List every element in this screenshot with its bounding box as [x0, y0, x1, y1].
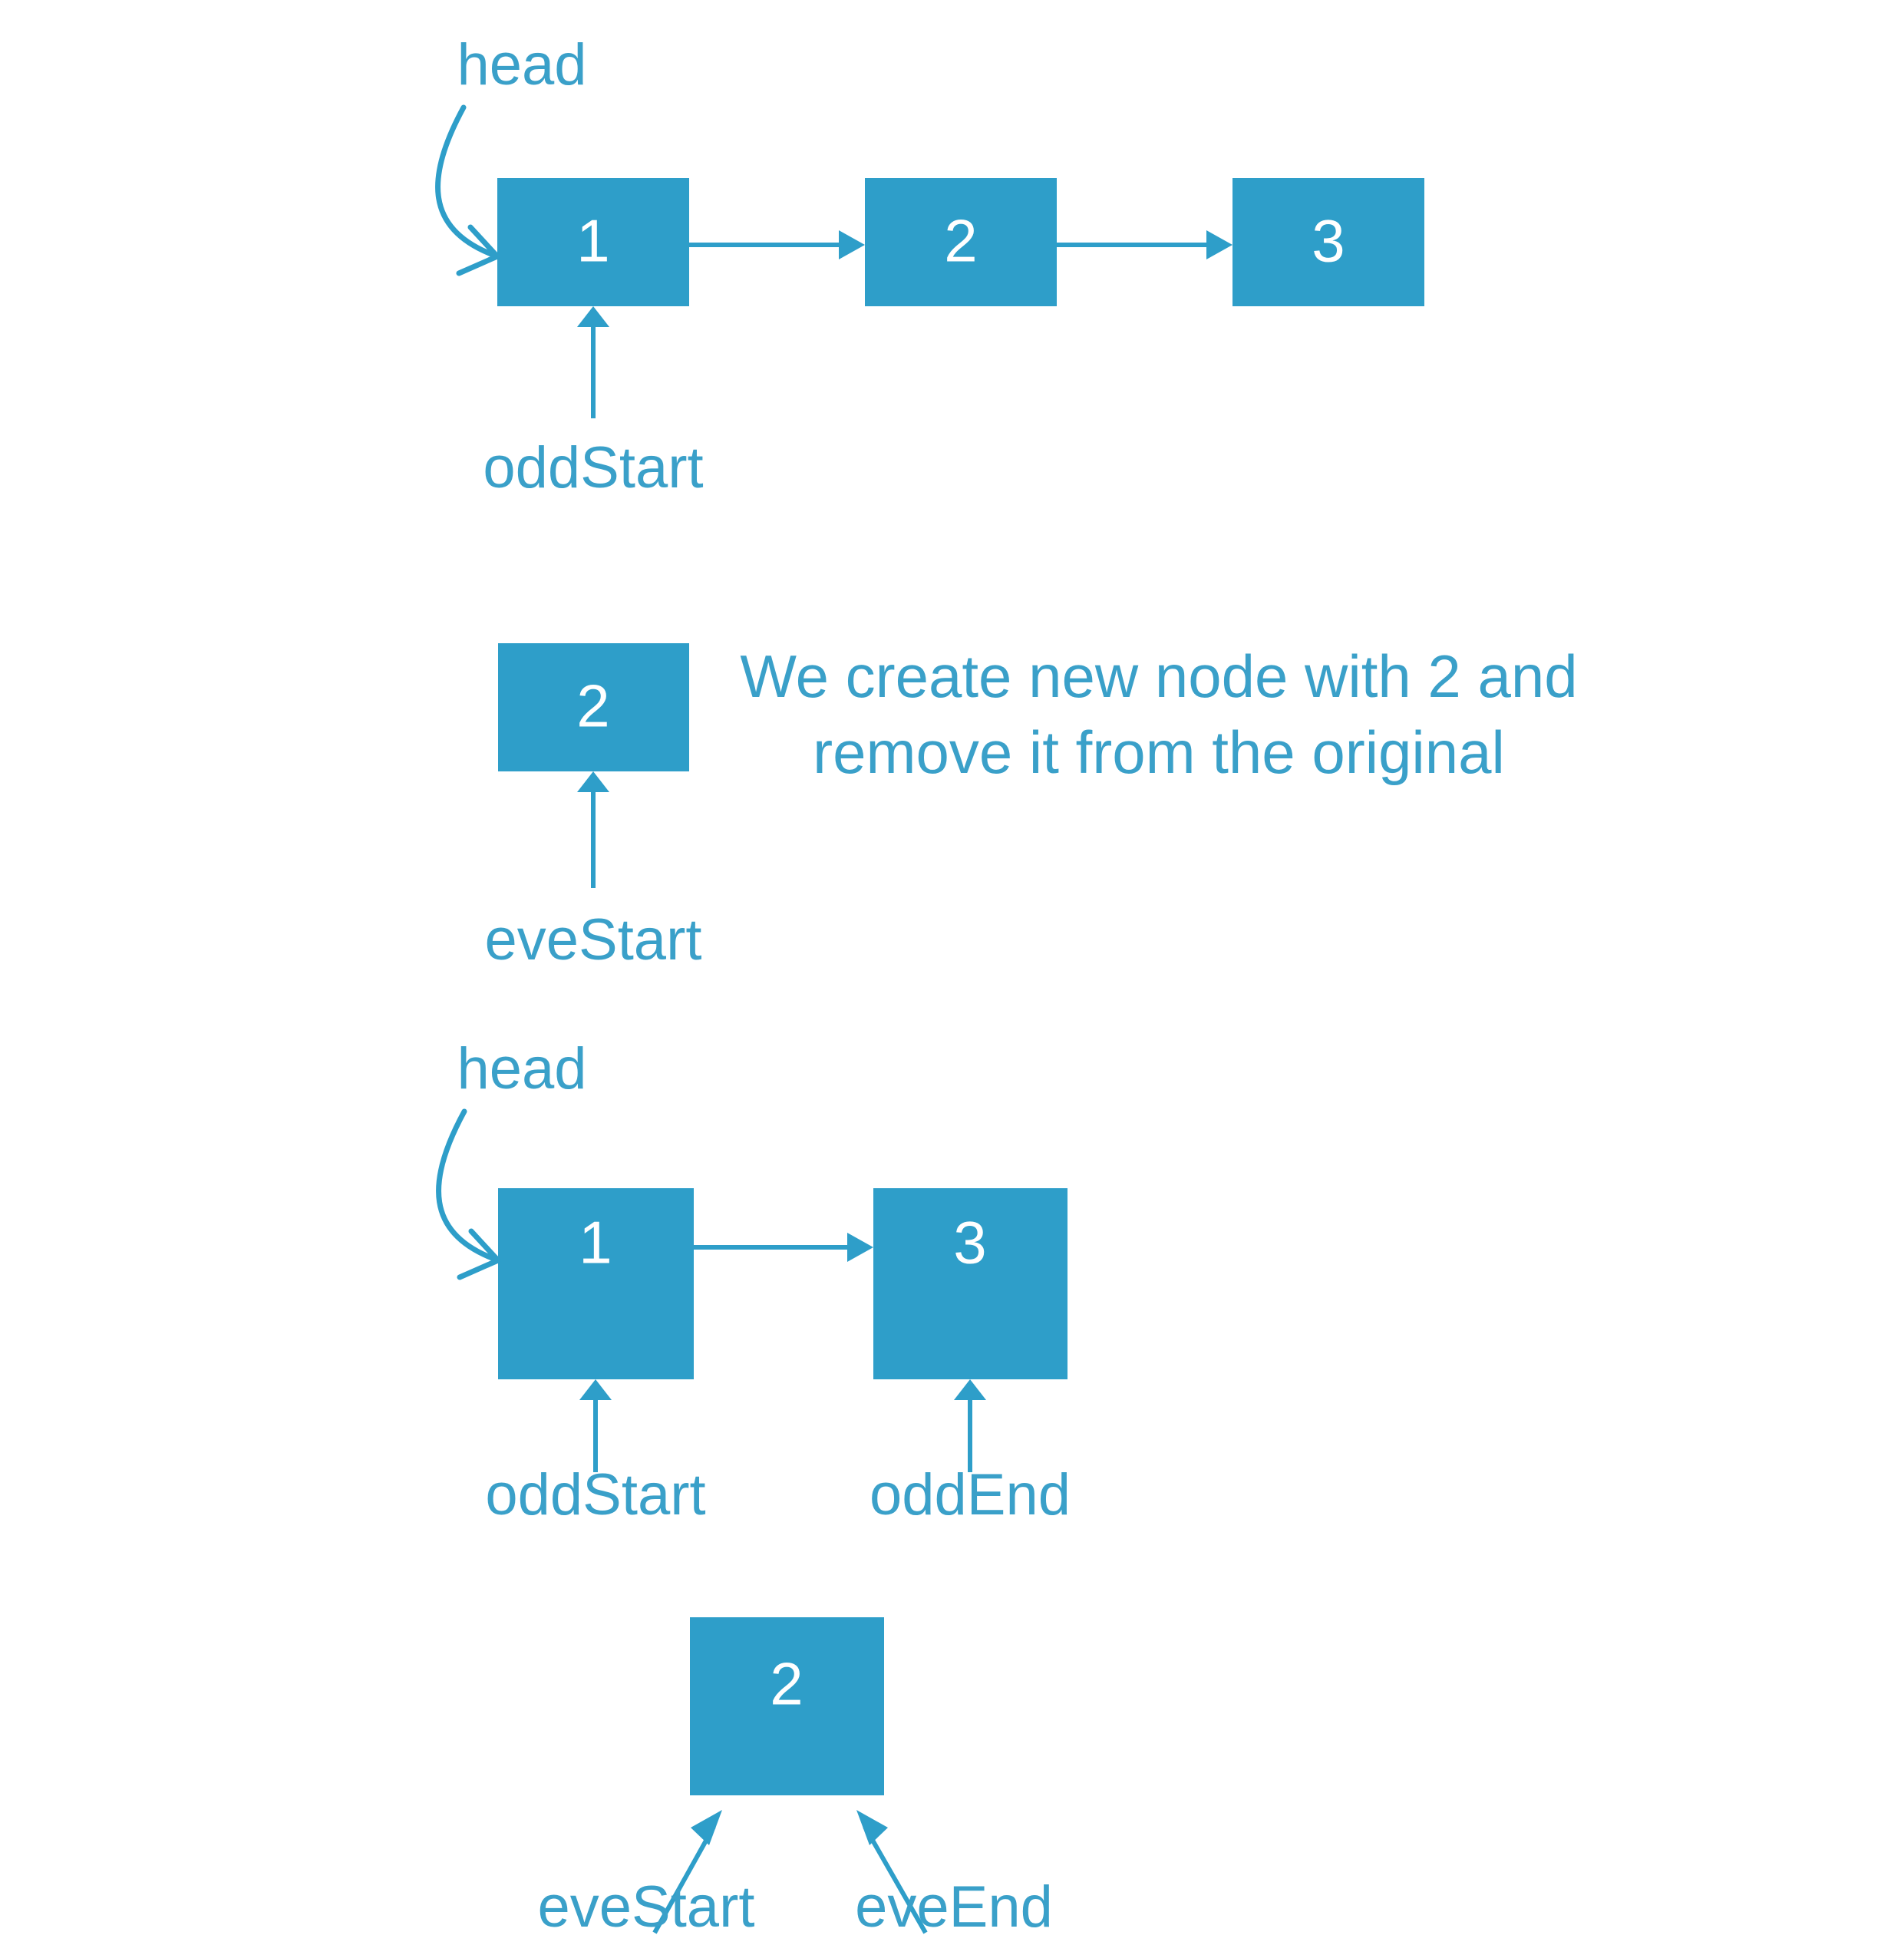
- explanatory-note: We create new node with 2 and remove it …: [740, 642, 1577, 786]
- node-value: 2: [576, 672, 609, 740]
- oddend-pointer-odd: [954, 1379, 986, 1472]
- note-line-1: We create new node with 2 and: [740, 642, 1577, 710]
- node-rect: [497, 178, 689, 306]
- note-line-2: remove it from the original: [813, 718, 1505, 786]
- pointer-label-oddend: oddEnd: [870, 1462, 1071, 1527]
- oddstart-pointer-original: [577, 306, 609, 418]
- node-box-1-odd: 1: [498, 1188, 694, 1379]
- section-extracted-node: 2 eveStart: [484, 643, 702, 973]
- node-box-3-odd: 3: [873, 1188, 1067, 1379]
- next-arrow-1-to-2: [689, 230, 865, 259]
- node-value: 2: [770, 1650, 803, 1718]
- node-box-2-even: 2: [690, 1617, 884, 1795]
- oddstart-pointer-odd: [579, 1379, 612, 1472]
- node-value: 3: [1312, 207, 1345, 275]
- pointer-label-evestart-even: eveStart: [537, 1874, 754, 1940]
- pointer-label-oddstart-odd: oddStart: [485, 1462, 705, 1527]
- pointer-label-eveend: eveEnd: [855, 1874, 1053, 1940]
- node-value: 3: [953, 1209, 986, 1276]
- node-box-1-original: 1: [497, 178, 689, 306]
- eveend-pointer-even: [856, 1810, 928, 1934]
- head-pointer-original: [435, 104, 500, 276]
- node-value: 1: [576, 207, 609, 275]
- evestart-pointer-even: [652, 1810, 722, 1934]
- node-rect: [873, 1188, 1067, 1379]
- section-original-list: 1 2 3: [435, 32, 1424, 500]
- node-rect: [690, 1617, 884, 1795]
- section-odd-list: 1 3 head oddStart: [436, 1036, 1071, 1527]
- next-arrow-1-to-3-odd: [694, 1233, 873, 1262]
- node-rect: [1232, 178, 1424, 306]
- next-arrow-2-to-3: [1057, 230, 1232, 259]
- node-value: 1: [579, 1209, 612, 1276]
- node-value: 2: [944, 207, 977, 275]
- node-box-3-original: 3: [1232, 178, 1424, 306]
- node-box-2-extracted: 2: [498, 643, 689, 771]
- section-even-list: 2 eveStart eveEnd: [537, 1617, 1053, 1940]
- node-rect: [498, 643, 689, 771]
- pointer-label-head: head: [457, 32, 586, 97]
- node-rect: [865, 178, 1057, 306]
- evestart-pointer-extracted: [577, 771, 609, 888]
- head-pointer-odd: [436, 1108, 501, 1280]
- pointer-label-head-odd: head: [457, 1036, 586, 1101]
- pointer-label-evestart: eveStart: [484, 907, 701, 973]
- pointer-label-oddstart: oddStart: [483, 435, 703, 500]
- node-box-2-original: 2: [865, 178, 1057, 306]
- node-rect: [498, 1188, 694, 1379]
